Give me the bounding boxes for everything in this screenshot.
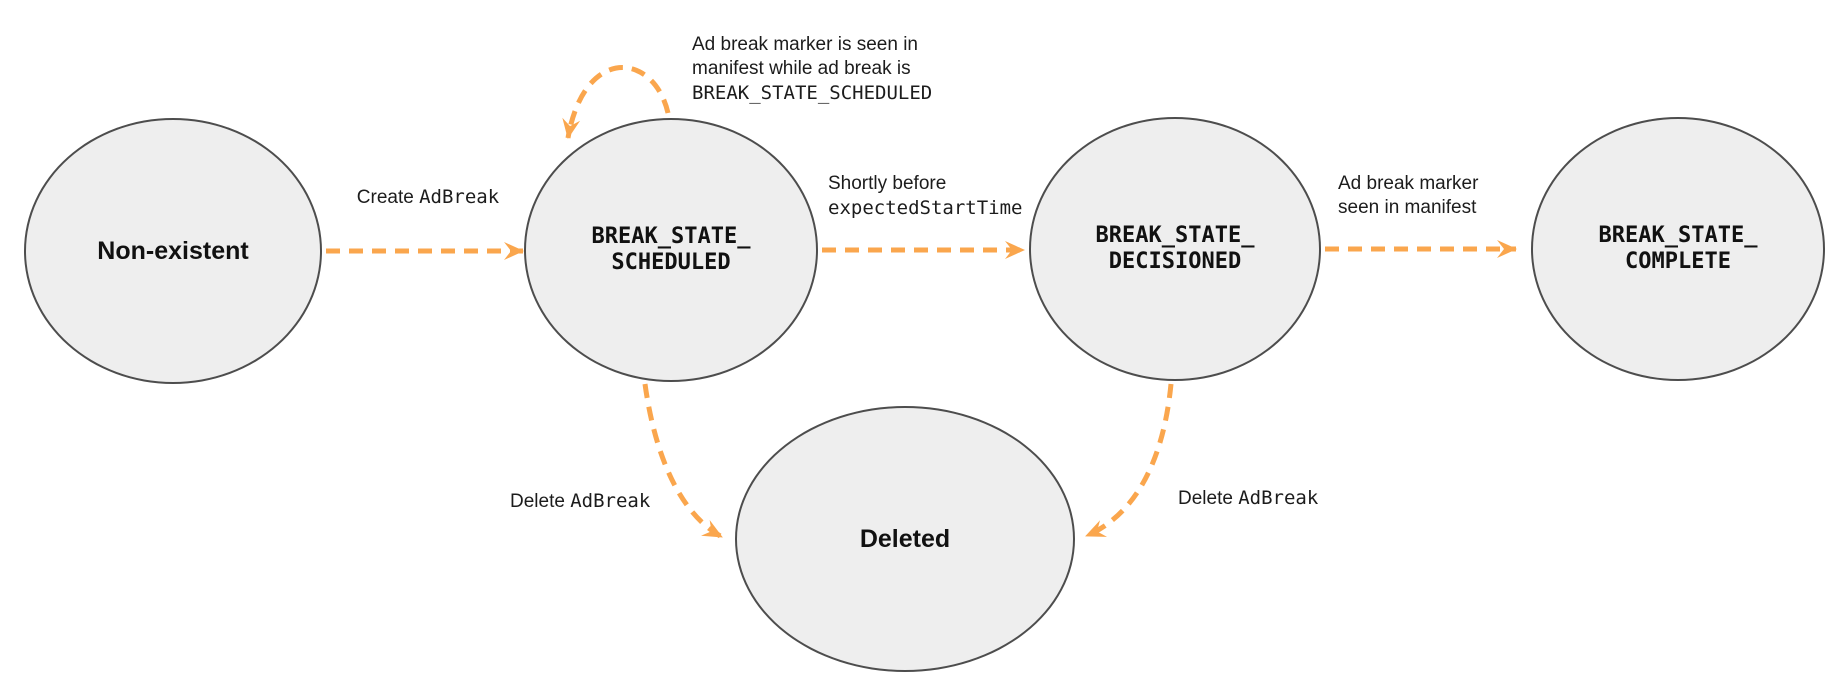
label-text-code: AdBreak — [419, 186, 500, 208]
label-line3: BREAK_STATE_SCHEDULED — [692, 82, 933, 104]
label-create-adbreak: Create AdBreak — [330, 185, 526, 210]
label-line1: Ad break marker — [1338, 173, 1479, 194]
label-line1: Shortly before — [828, 173, 947, 194]
label-line2: seen in manifest — [1338, 197, 1477, 218]
state-deleted: Deleted — [735, 406, 1075, 672]
state-break-state-scheduled: BREAK_STATE_ SCHEDULED — [524, 118, 818, 382]
label-delete-adbreak-right: Delete AdBreak — [1178, 486, 1318, 511]
label-text-plain: Delete — [510, 491, 571, 512]
state-label-line2: SCHEDULED — [611, 250, 731, 275]
state-label-line1: BREAK_STATE_ — [591, 224, 751, 249]
label-line2: manifest while ad break is — [692, 58, 911, 79]
state-label: Non-existent — [97, 237, 249, 265]
state-label-line1: BREAK_STATE_ — [1598, 223, 1758, 248]
state-non-existent: Non-existent — [24, 118, 322, 384]
label-shortly-before: Shortly before expectedStartTime — [828, 172, 1022, 220]
arrow-decisioned-to-deleted — [1085, 383, 1174, 539]
label-text-code: AdBreak — [1238, 487, 1319, 509]
state-break-state-complete: BREAK_STATE_ COMPLETE — [1531, 117, 1825, 381]
state-label-line2: COMPLETE — [1625, 249, 1731, 274]
label-line2: expectedStartTime — [828, 197, 1023, 219]
label-delete-adbreak-left: Delete AdBreak — [510, 489, 650, 514]
state-break-state-decisioned: BREAK_STATE_ DECISIONED — [1029, 117, 1321, 381]
label-marker-seen: Ad break marker seen in manifest — [1338, 172, 1478, 220]
state-label-line1: BREAK_STATE_ — [1095, 223, 1255, 248]
label-line1: Ad break marker is seen in — [692, 34, 918, 55]
label-text-plain: Delete — [1178, 488, 1239, 509]
state-label-line2: DECISIONED — [1108, 249, 1242, 274]
state-label: Deleted — [859, 525, 951, 553]
label-text-code: AdBreak — [570, 490, 651, 512]
arrow-scheduled-to-deleted — [642, 383, 724, 540]
label-text-plain: Create — [356, 187, 420, 208]
label-self-loop: Ad break marker is seen in manifest whil… — [692, 33, 932, 105]
